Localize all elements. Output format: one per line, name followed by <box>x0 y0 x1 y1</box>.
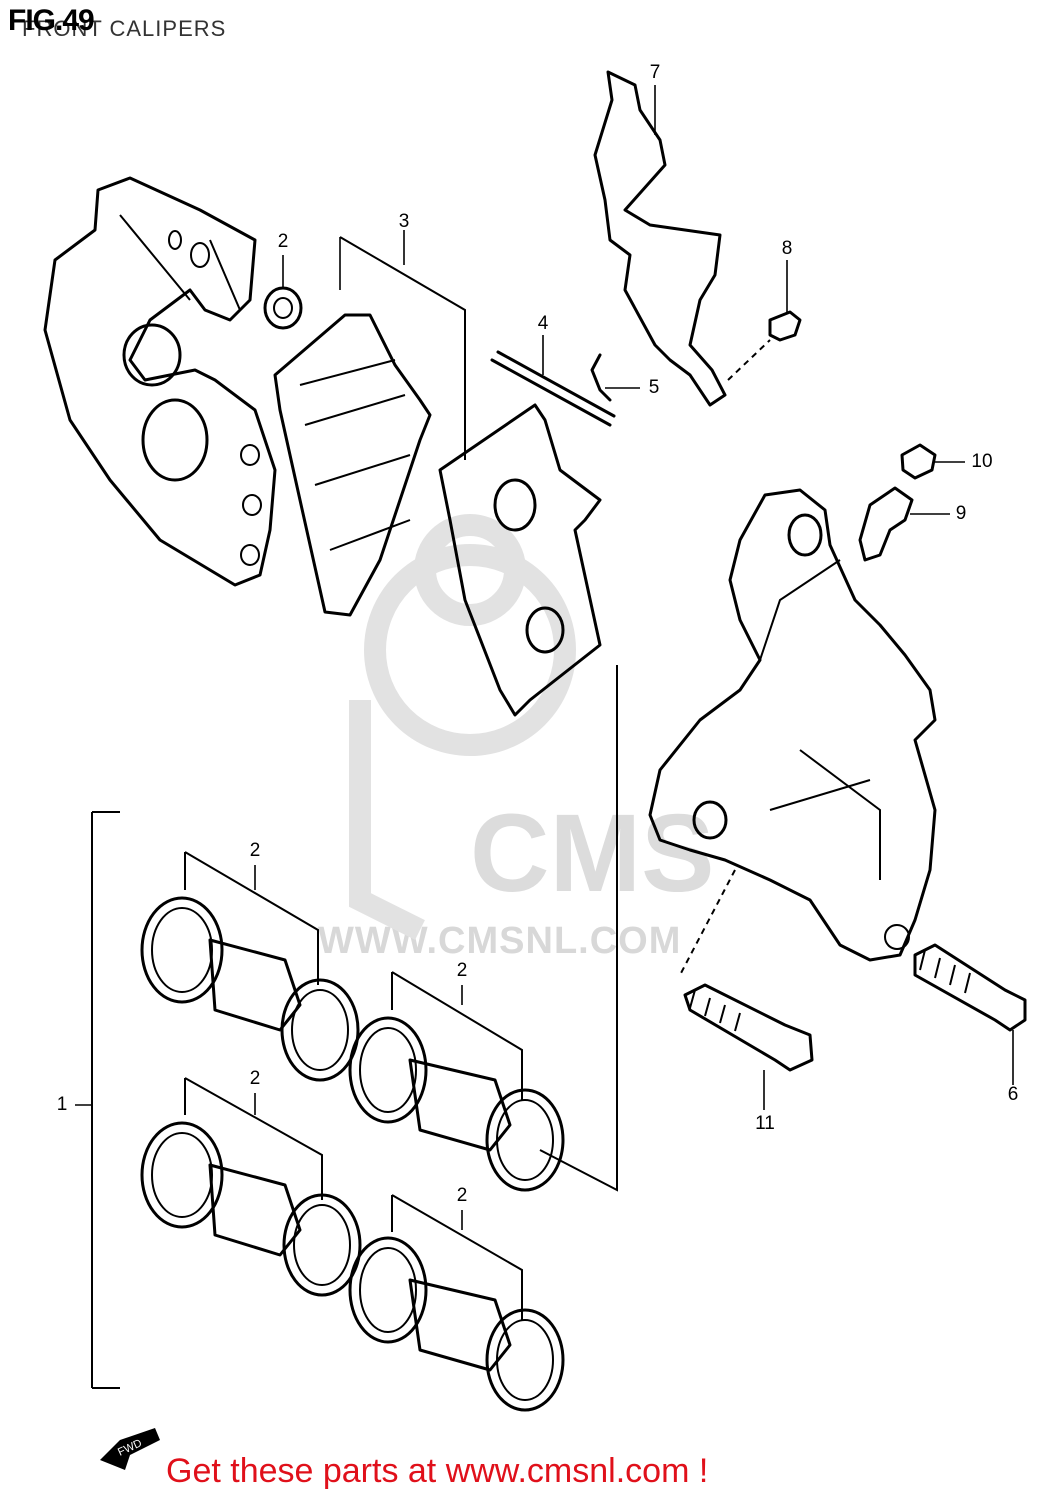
callout-3: 3 <box>398 211 410 232</box>
piston-set-a <box>140 851 360 1082</box>
piston-set-d <box>348 1194 565 1412</box>
piston-seal-sets <box>75 811 565 1412</box>
callout-6: 6 <box>1007 1084 1019 1105</box>
piston-set-b <box>348 971 565 1192</box>
piston-set-c <box>140 1077 362 1297</box>
callout-8: 8 <box>781 238 793 259</box>
left-caliper-body <box>43 176 277 587</box>
callout-4: 4 <box>537 313 549 334</box>
right-caliper-body <box>539 488 937 1192</box>
watermark-url: WWW.CMSNL.COM <box>318 920 682 962</box>
callout-5: 5 <box>648 377 660 398</box>
callout-11: 11 <box>755 1113 775 1134</box>
callout-9: 9 <box>955 503 967 524</box>
callout-10: 10 <box>971 451 993 472</box>
callout-2-set-a: 2 <box>249 840 261 861</box>
figure-title: FRONT CALIPERS <box>22 16 227 41</box>
promo-link[interactable]: Get these parts at www.cmsnl.com ! <box>166 1452 709 1490</box>
pad-pin-and-clip <box>490 335 640 427</box>
watermark-logo: CMS <box>470 792 715 915</box>
callout-2-set-b: 2 <box>456 960 468 981</box>
callout-7: 7 <box>649 62 661 83</box>
pad-spring <box>593 70 802 407</box>
brake-pad-set <box>273 230 602 717</box>
callout-1: 1 <box>56 1094 68 1115</box>
callout-2-seal: 2 <box>277 231 289 252</box>
callout-2-set-c: 2 <box>249 1068 261 1089</box>
bleeder-parts <box>858 443 965 562</box>
figure-number: FIG.49 <box>8 4 95 37</box>
fwd-arrow-icon <box>100 1428 160 1470</box>
callout-2-set-d: 2 <box>456 1185 468 1206</box>
seal-top <box>263 255 303 330</box>
caliper-bolt-11 <box>683 983 814 1110</box>
caliper-bolt-6 <box>913 943 1027 1085</box>
watermark-mascot <box>349 514 576 940</box>
